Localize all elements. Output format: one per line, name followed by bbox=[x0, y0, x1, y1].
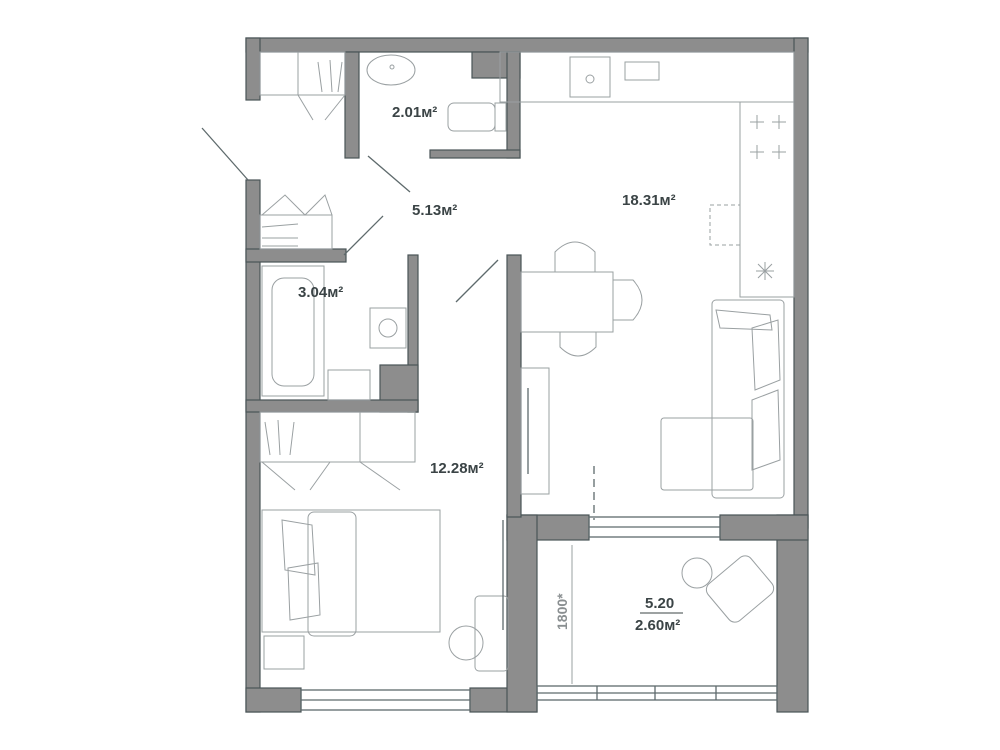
wc-area: 2.01м² bbox=[392, 104, 437, 121]
furniture bbox=[259, 51, 795, 684]
bathroom-area: 3.04м² bbox=[298, 284, 343, 301]
doors bbox=[201, 127, 595, 520]
balcony-full-area: 5.20 bbox=[645, 595, 674, 612]
balcony-dimension: 1800* bbox=[554, 593, 570, 630]
room-labels: 2.01м² 5.13м² 18.31м² 3.04м² 12.28м² 5.2… bbox=[298, 104, 683, 634]
walls bbox=[245, 37, 809, 713]
windows bbox=[300, 516, 778, 711]
balcony-area: 2.60м² bbox=[635, 617, 680, 634]
bedroom-area: 12.28м² bbox=[430, 460, 484, 477]
hallway-area: 5.13м² bbox=[412, 202, 457, 219]
kitchen-area: 18.31м² bbox=[622, 192, 676, 209]
